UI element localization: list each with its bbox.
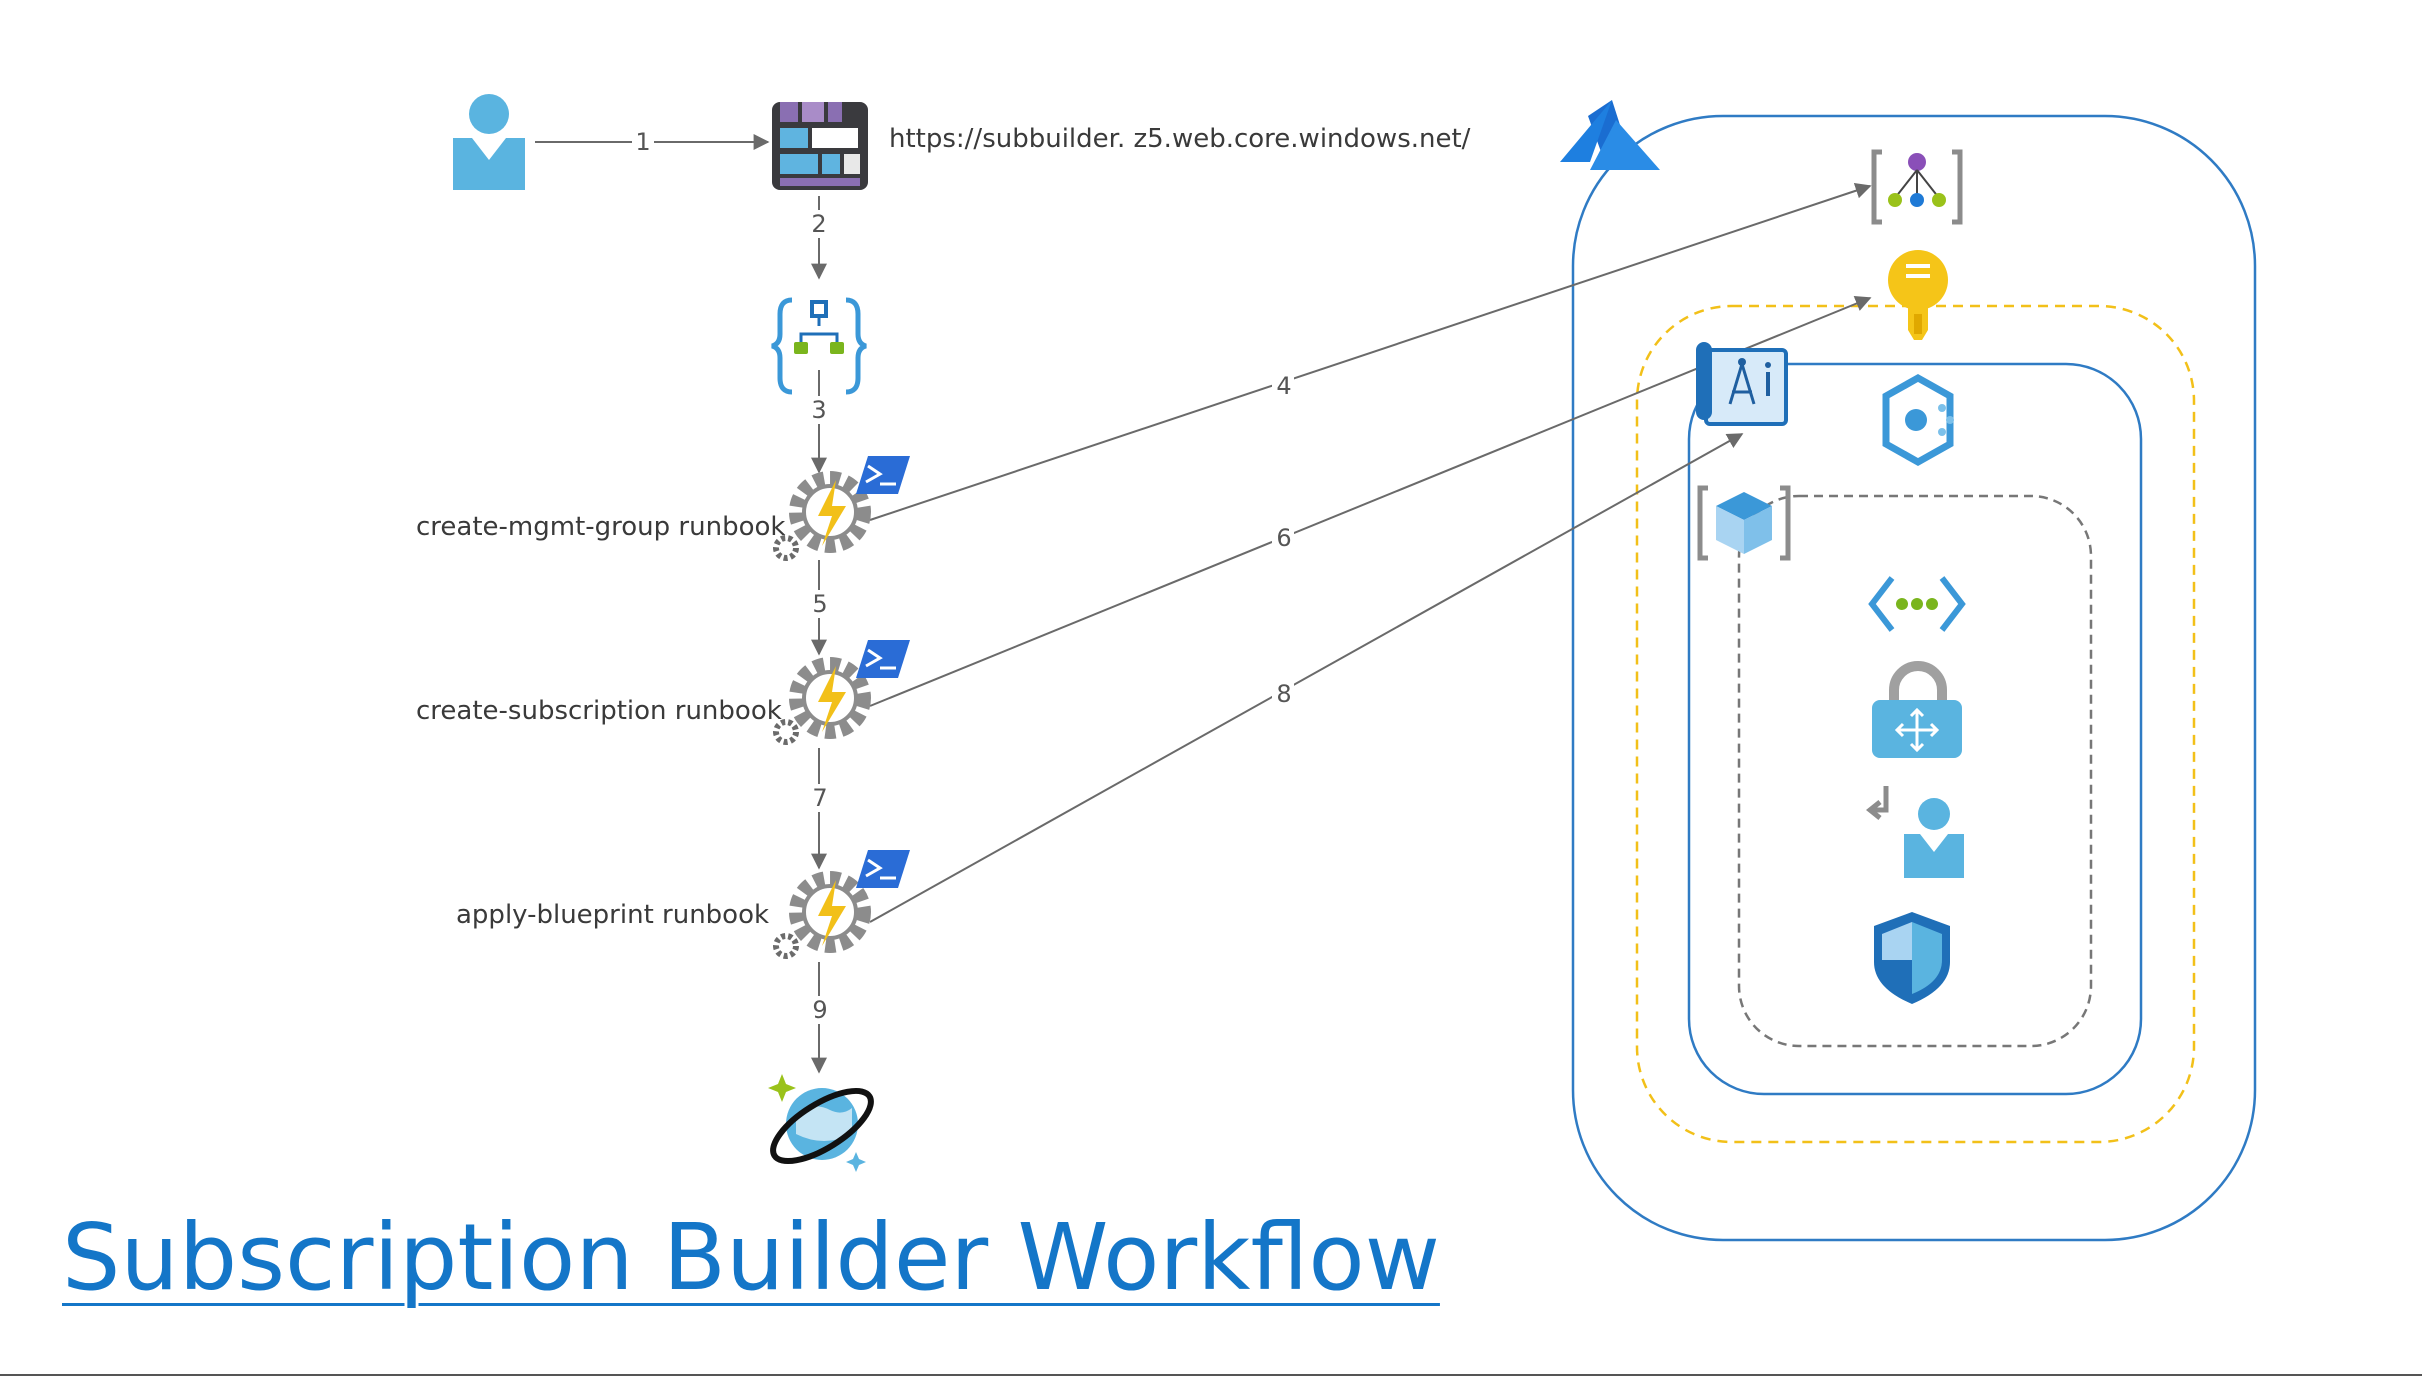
step-5-label: 5 [812, 590, 827, 618]
runbook-label-apply-blueprint: apply-blueprint runbook [456, 900, 770, 930]
static-website-icon [772, 102, 868, 190]
runbook-label-create-mgmt-group: create-mgmt-group runbook [416, 512, 786, 542]
step-5-arrow: 5 [808, 560, 830, 656]
security-center-icon [1874, 912, 1950, 1004]
subscription-container [1687, 362, 2143, 1096]
step-6-label: 6 [1276, 524, 1291, 552]
step-8-label: 8 [1276, 680, 1291, 708]
management-group-container [1635, 304, 2196, 1144]
step-7-label: 7 [812, 784, 827, 812]
resource-group-icon [1697, 485, 1791, 561]
cosmos-db-icon [768, 1074, 874, 1172]
step-8-arrow: 8 [869, 433, 1744, 923]
powershell-icon [856, 850, 910, 888]
virtual-network-icon [1868, 576, 1966, 632]
role-assignment-icon [1865, 786, 1964, 878]
step-4-label: 4 [1276, 372, 1291, 400]
website-url: https://subbuilder. z5.web.core.windows.… [889, 124, 1471, 154]
vpn-gateway-icon [1872, 661, 1962, 758]
resource-group-container [1737, 494, 2093, 1048]
step-7-arrow: 7 [808, 748, 830, 870]
automation-runbook-icon [773, 471, 871, 561]
blueprint-icon [1696, 342, 1788, 426]
powershell-icon [856, 456, 910, 494]
runbook-label-create-subscription: create-subscription runbook [416, 696, 782, 726]
step-4-arrow: 4 [869, 182, 1872, 521]
management-group-icon [1871, 149, 1963, 225]
step-1-arrow: 1 [535, 128, 770, 156]
event-grid-icon [1882, 373, 1954, 467]
step-2-arrow: 2 [808, 196, 830, 280]
azure-tenant-container [1571, 114, 2257, 1242]
powershell-icon [856, 640, 910, 678]
azure-logo-icon [1560, 100, 1660, 170]
automation-runbook-icon [773, 871, 871, 959]
step-3-arrow: 3 [808, 370, 830, 474]
key-vault-icon [1888, 250, 1948, 340]
user-icon [453, 94, 525, 190]
automation-runbook-icon [773, 657, 871, 745]
step-9-arrow: 9 [808, 962, 830, 1074]
logic-app-icon [771, 297, 867, 395]
step-1-label: 1 [635, 128, 650, 156]
step-3-label: 3 [811, 396, 826, 424]
step-2-label: 2 [811, 210, 826, 238]
page-title[interactable]: Subscription Builder Workflow [62, 1204, 1440, 1311]
step-9-label: 9 [812, 996, 827, 1024]
bottom-divider [0, 1374, 2422, 1376]
